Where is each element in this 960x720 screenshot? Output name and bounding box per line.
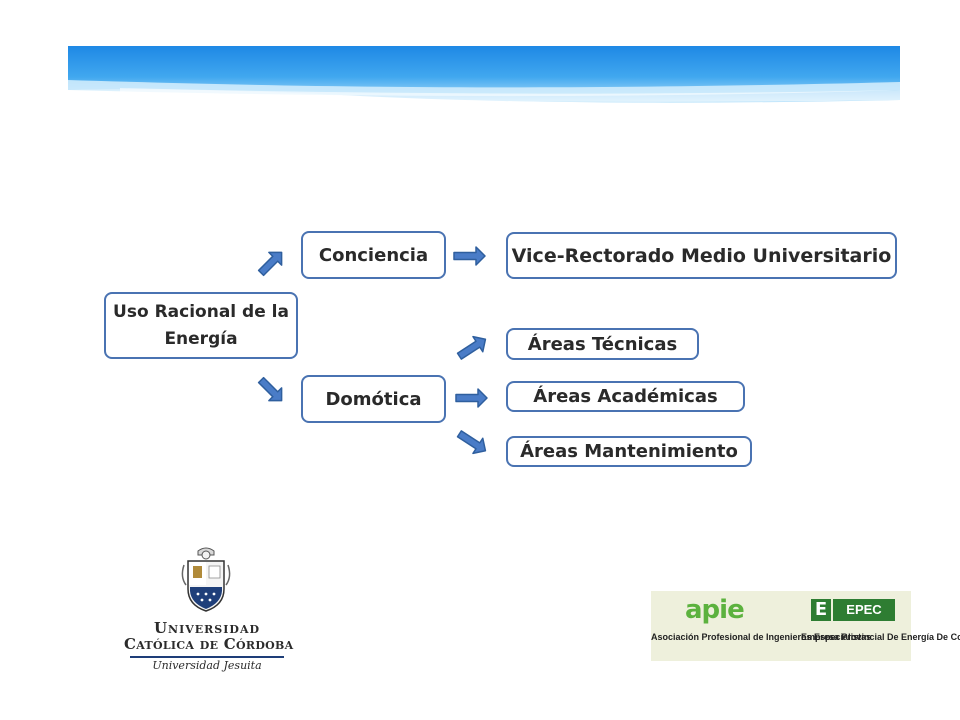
- target-node-vice-rectorado: Vice-Rectorado Medio Universitario: [506, 232, 897, 279]
- target-node-areas-academicas: Áreas Académicas: [506, 381, 745, 412]
- header-wave-banner: [68, 46, 900, 103]
- ucc-name-line2: Católica de Córdoba: [124, 635, 294, 653]
- branch-node-conciencia: Conciencia: [301, 231, 446, 279]
- ucc-divider: [130, 656, 284, 658]
- arrow-domotica-to-mantenimiento: [456, 430, 487, 455]
- ucc-crest-icon: [181, 547, 231, 612]
- epec-logo-letter: E: [811, 599, 831, 621]
- target-node-areas-mantenimiento: Áreas Mantenimiento: [506, 436, 752, 467]
- branch-node-domotica: Domótica: [301, 375, 446, 423]
- root-node-uso-racional: Uso Racional de la Energía: [104, 292, 298, 359]
- ucc-name-line1: Universidad: [153, 619, 261, 637]
- arrow-domotica-to-academicas: [455, 388, 488, 408]
- arrow-root-to-conciencia: [257, 251, 283, 277]
- arrow-root-to-domotica: [257, 376, 283, 402]
- branch-node-label: Conciencia: [318, 244, 429, 266]
- epec-name: Empresa Provincial De Energía De Cordoba: [801, 632, 960, 642]
- target-node-areas-tecnicas: Áreas Técnicas: [506, 328, 699, 360]
- epec-logo-word: EPEC: [833, 599, 895, 621]
- epec-logo-mark: E EPEC: [811, 599, 895, 621]
- arrow-conciencia-to-vice: [453, 246, 486, 266]
- ucc-subtitle: Universidad Jesuita: [152, 659, 262, 672]
- target-node-label: Vice-Rectorado Medio Universitario: [511, 244, 892, 267]
- root-node-label: Uso Racional de la Energía: [113, 301, 289, 349]
- target-node-label: Áreas Mantenimiento: [520, 441, 738, 462]
- apie-name: Asociación Profesional de Ingenieros Esp…: [651, 632, 872, 642]
- branch-node-label: Domótica: [325, 388, 422, 410]
- target-node-label: Áreas Técnicas: [527, 333, 678, 355]
- apie-logo-mark: apie: [685, 595, 745, 625]
- arrow-domotica-to-tecnicas: [456, 335, 487, 360]
- target-node-label: Áreas Académicas: [533, 386, 718, 407]
- partners-logos: apie Asociación Profesional de Ingeniero…: [651, 591, 960, 661]
- ucc-logo: Universidad Católica de Córdoba Universi…: [124, 545, 294, 675]
